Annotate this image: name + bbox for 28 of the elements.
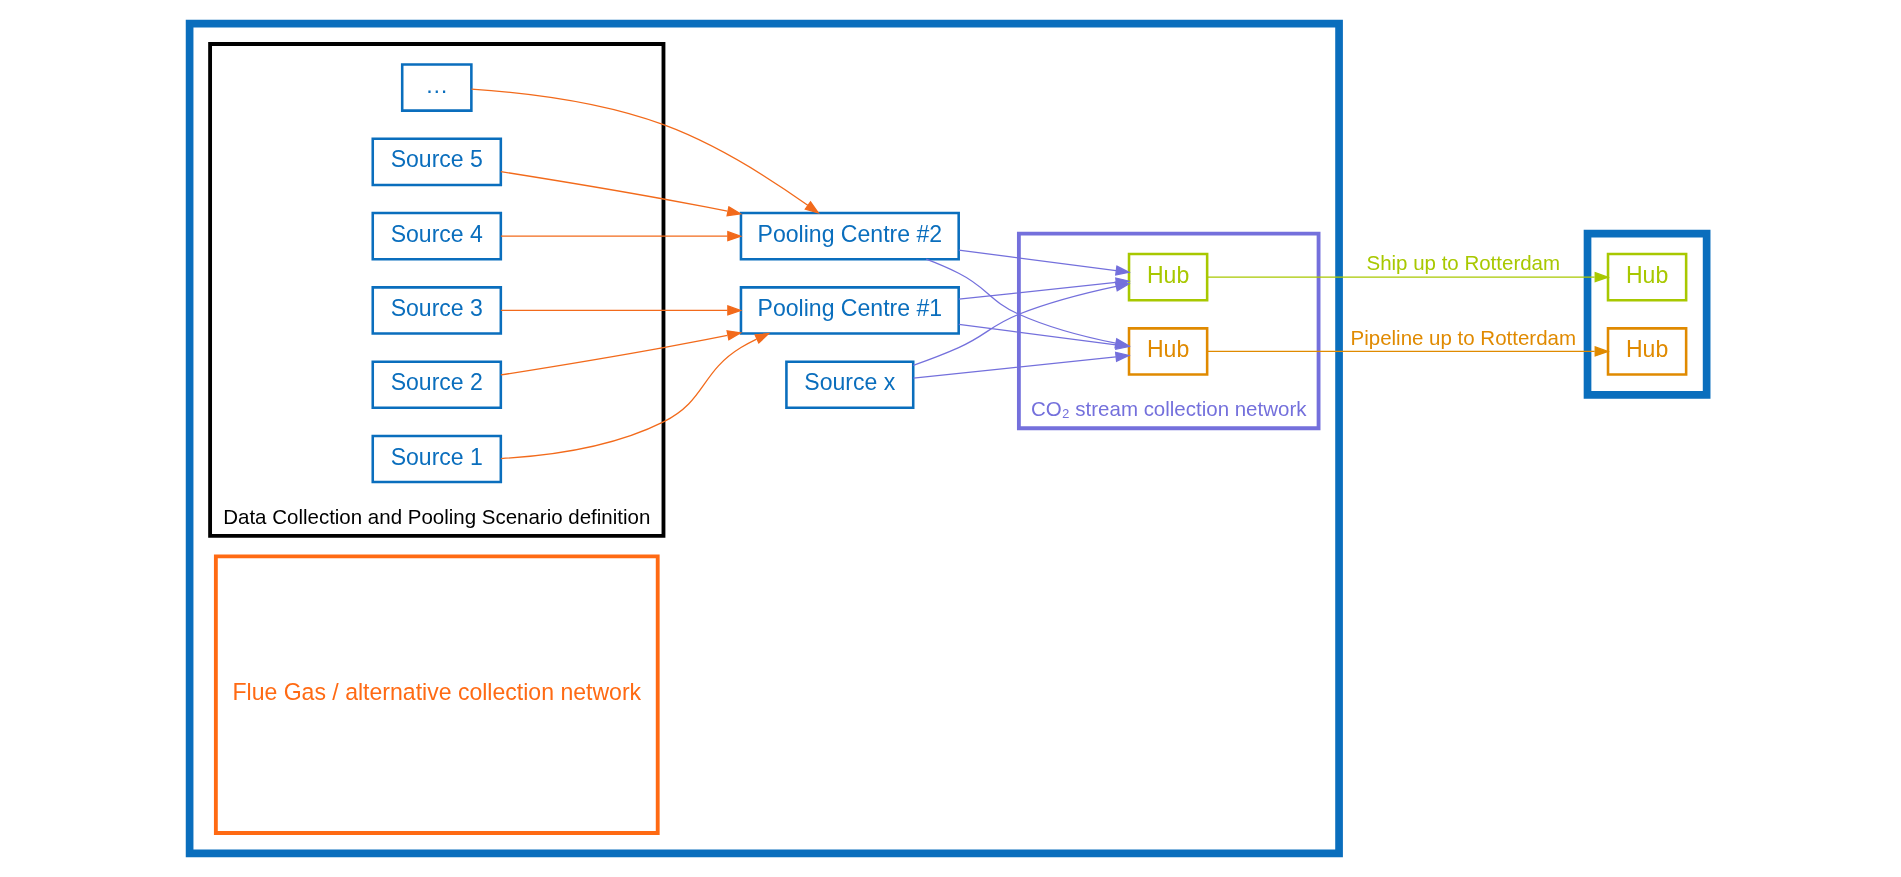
node-box: … xyxy=(400,63,473,112)
node-box: Source 2 xyxy=(370,360,502,410)
edge-label: Pipeline up to Rotterdam xyxy=(1350,325,1576,349)
node-box: Source 5 xyxy=(370,137,502,187)
node-box: Hub xyxy=(1127,327,1208,376)
cluster xyxy=(185,19,1343,858)
edge-label: Ship up to Rotterdam xyxy=(1366,251,1560,275)
node-box: Source 1 xyxy=(370,434,502,484)
arrow xyxy=(470,88,820,215)
arrow xyxy=(499,330,742,376)
node-box: Hub xyxy=(1606,252,1687,302)
arrow xyxy=(499,170,742,217)
arrow xyxy=(912,351,1131,379)
cluster xyxy=(1583,229,1710,399)
node-box: Flue Gas / alternative collection network xyxy=(213,554,660,835)
arrow xyxy=(1206,271,1610,283)
arrow xyxy=(1206,346,1610,357)
node-box: Hub xyxy=(1127,252,1208,302)
arrow xyxy=(499,332,770,460)
node-box: Source x xyxy=(784,360,914,410)
node-box: Pooling Centre #2 xyxy=(739,211,960,261)
node-box: Hub xyxy=(1606,327,1687,376)
node-box: Pooling Centre #1 xyxy=(739,286,960,335)
arrow xyxy=(499,305,743,316)
arrow xyxy=(957,249,1131,276)
node-box: Source 4 xyxy=(370,211,502,261)
node-box: Source 3 xyxy=(370,286,502,335)
arrow xyxy=(499,230,743,242)
